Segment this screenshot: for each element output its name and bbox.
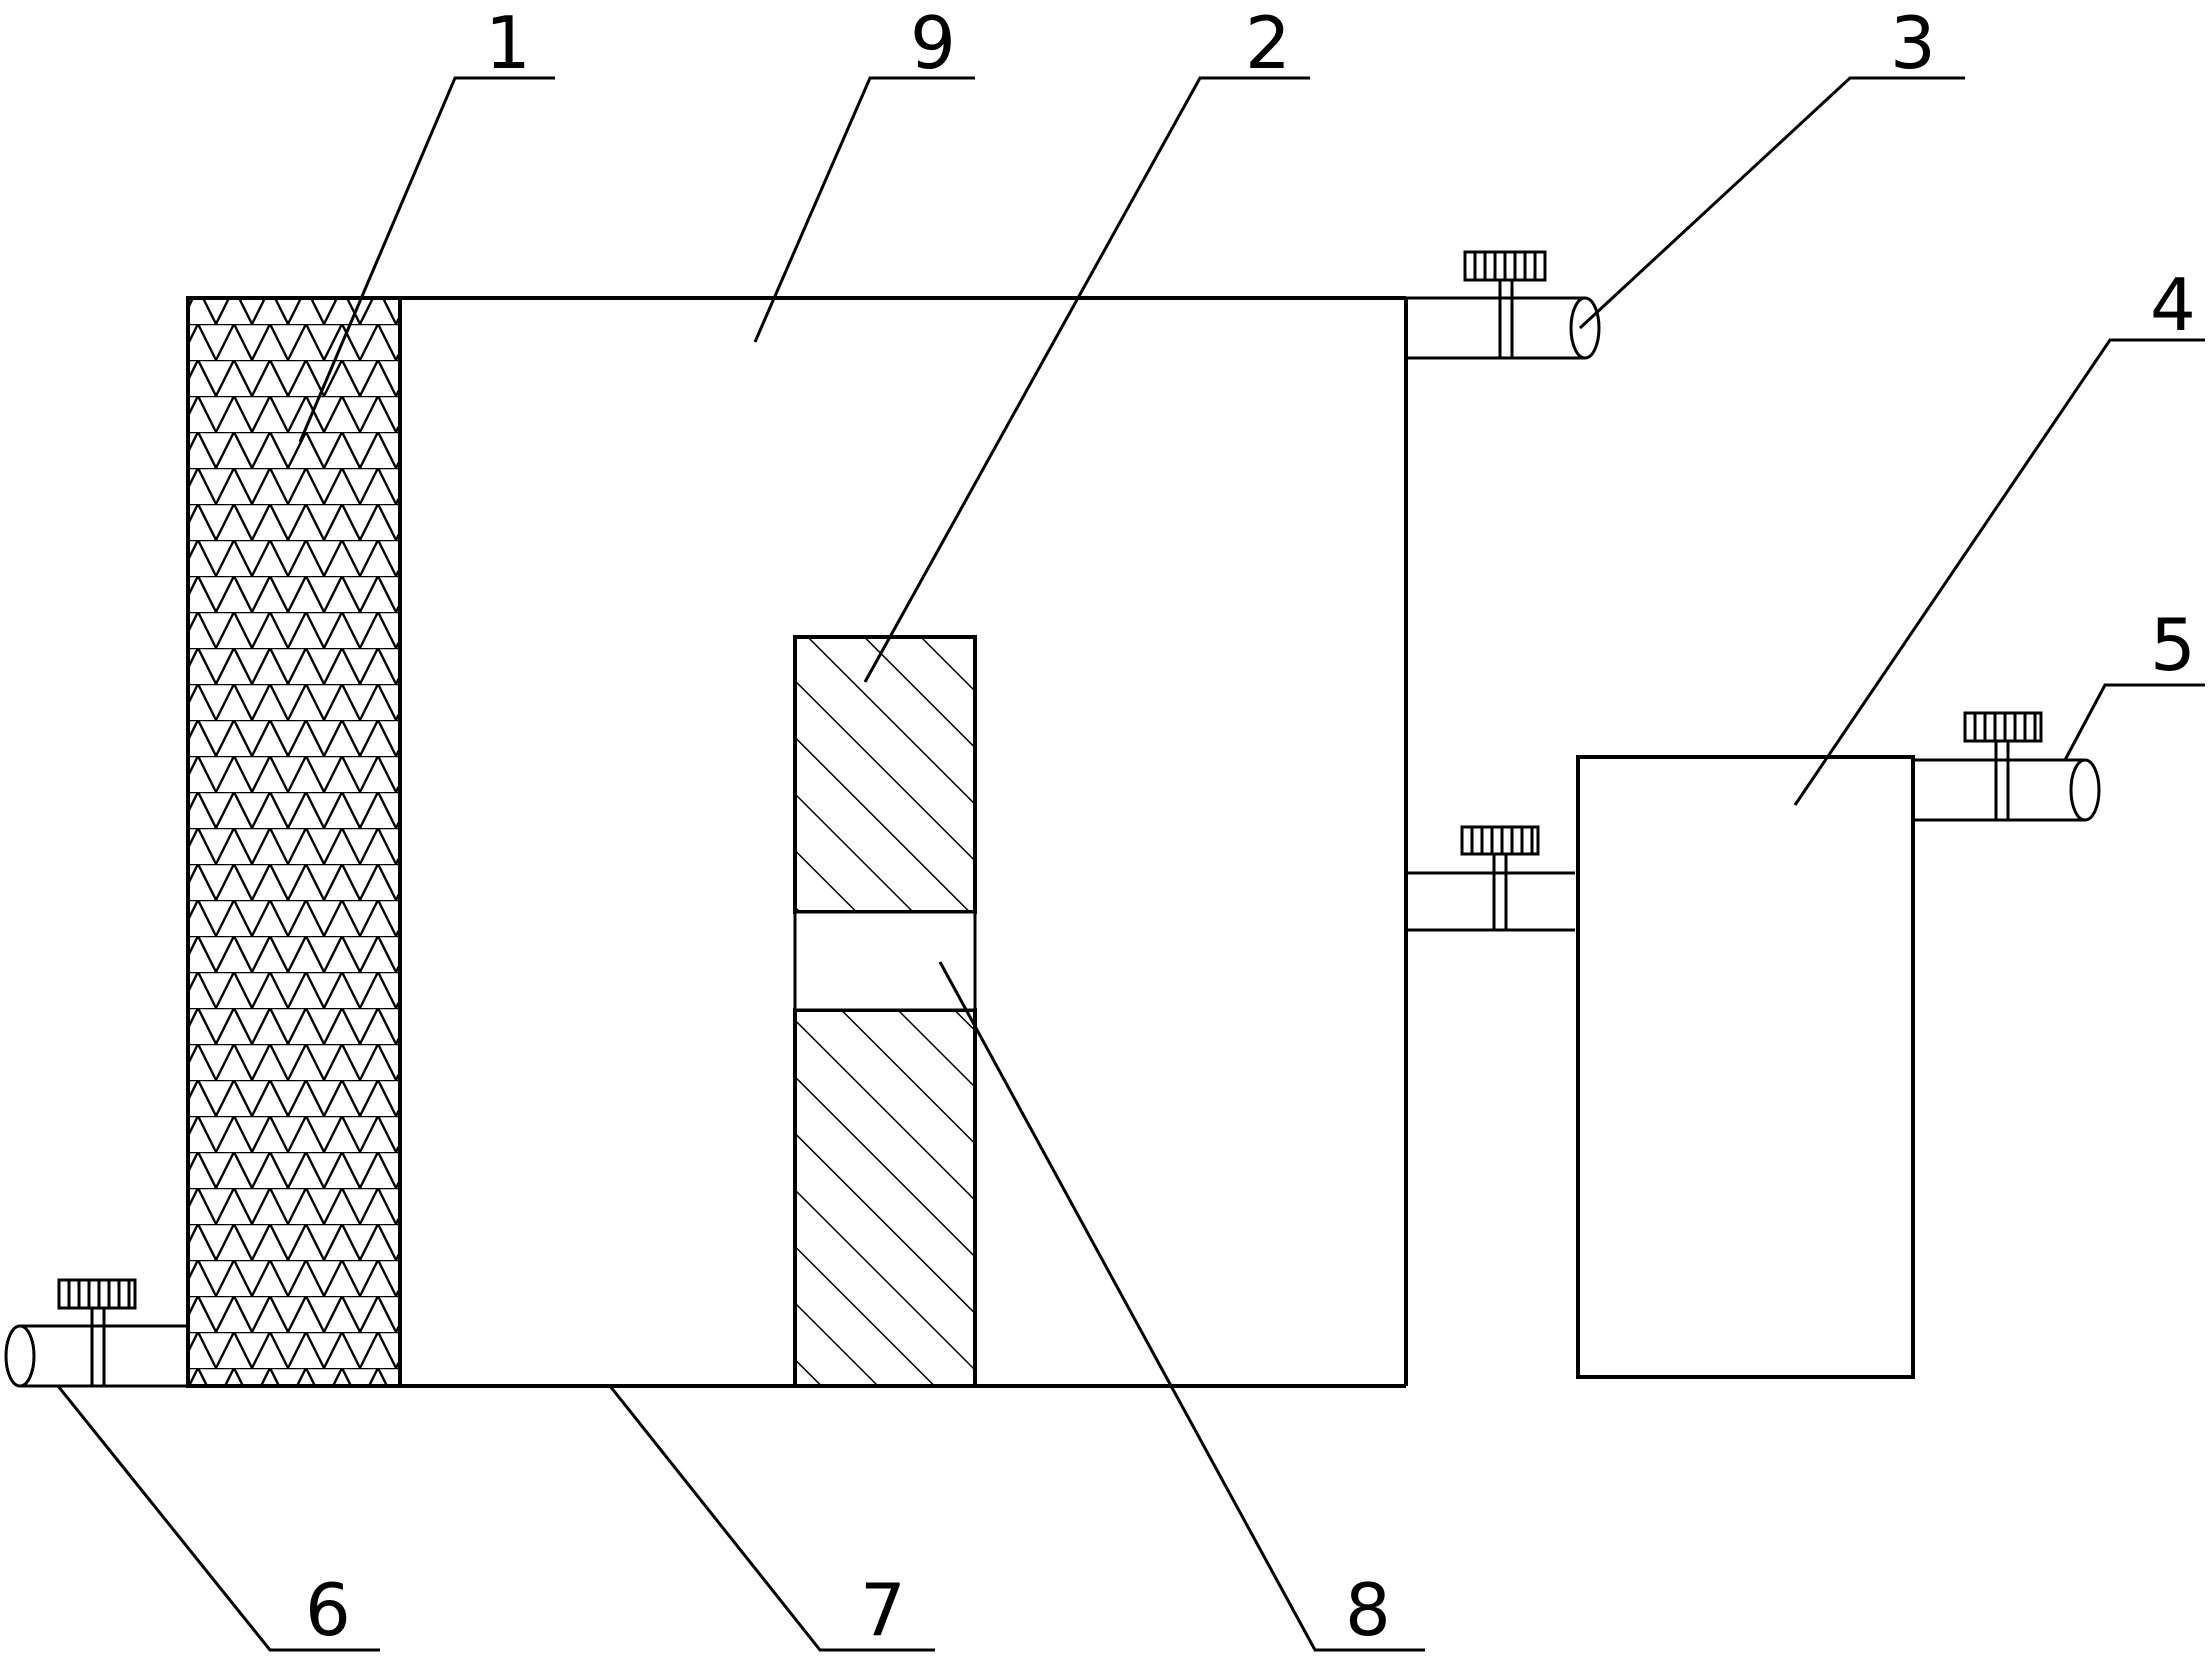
callout-2: 2 bbox=[1245, 1, 1291, 85]
valve-knob-middle bbox=[1460, 825, 1540, 856]
leader-5 bbox=[2063, 683, 2205, 761]
callout-5: 5 bbox=[2150, 603, 2196, 687]
callout-1: 1 bbox=[485, 1, 531, 85]
mesh-filter-wall bbox=[186, 296, 402, 1388]
leader-1 bbox=[298, 76, 555, 443]
callout-6: 6 bbox=[305, 1568, 351, 1652]
outlet-pipe-top bbox=[1406, 250, 1601, 360]
callout-8: 8 bbox=[1345, 1568, 1391, 1652]
connecting-pipe bbox=[1406, 825, 1575, 932]
hatched-partition bbox=[793, 635, 977, 1388]
valve-knob-bottom bbox=[57, 1278, 137, 1310]
callout-3: 3 bbox=[1890, 1, 1936, 85]
partition-gap bbox=[793, 910, 977, 1012]
inlet-pipe-bottom bbox=[4, 1278, 188, 1388]
leader-8 bbox=[938, 961, 1425, 1652]
callout-4: 4 bbox=[2150, 263, 2196, 347]
callout-numbers: 1 9 2 3 4 5 6 7 8 bbox=[305, 1, 2196, 1652]
callout-7: 7 bbox=[860, 1568, 906, 1652]
leader-9 bbox=[753, 76, 975, 343]
leader-4 bbox=[1793, 338, 2205, 806]
callout-9: 9 bbox=[910, 1, 956, 85]
leader-3 bbox=[1578, 76, 1965, 330]
secondary-tank bbox=[1576, 755, 1915, 1379]
outlet-pipe-right bbox=[1913, 711, 2101, 822]
valve-knob-right bbox=[1963, 711, 2043, 743]
leader-2 bbox=[863, 76, 1310, 683]
leader-6 bbox=[56, 1385, 380, 1652]
leader-7 bbox=[608, 1385, 935, 1652]
callout-leaders bbox=[56, 76, 2205, 1652]
